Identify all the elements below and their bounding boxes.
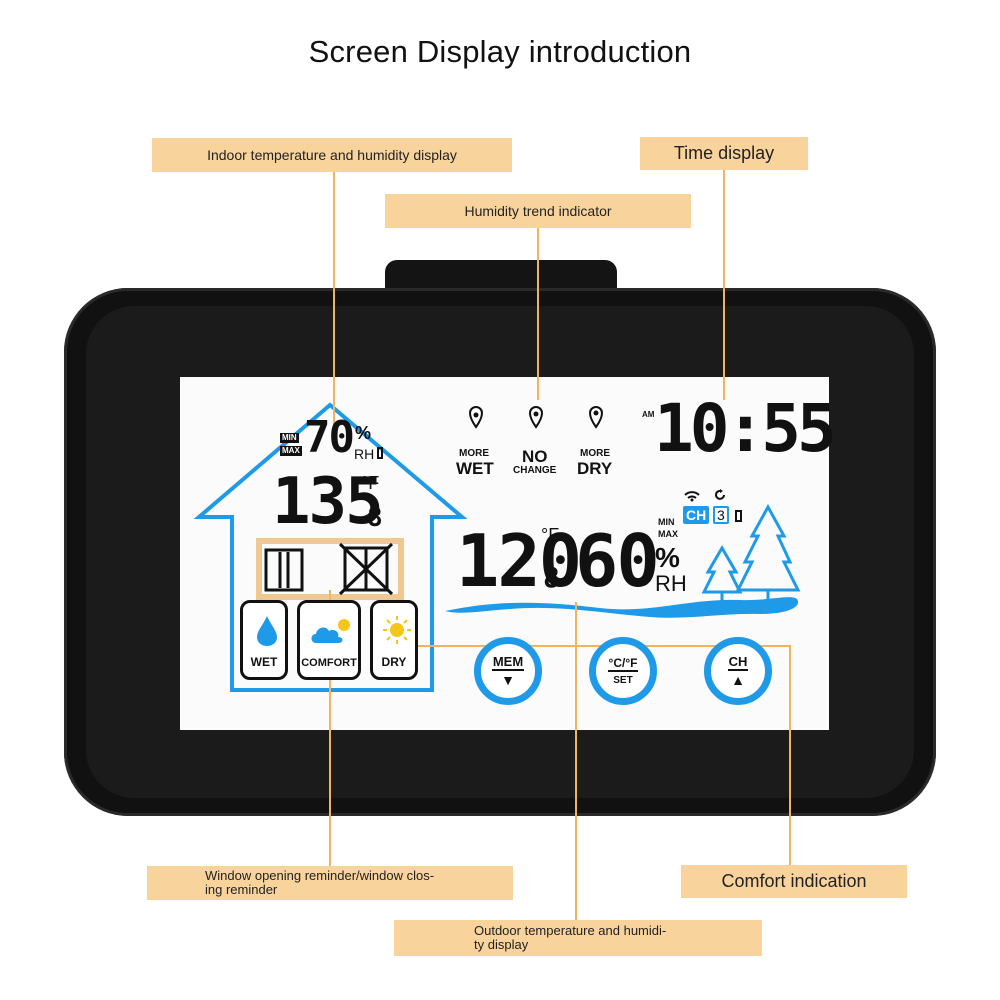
tree-large-icon [735,503,801,604]
trend-more-wet-icon [468,406,484,429]
window-closed-icon [338,542,394,596]
leader-indoor [333,172,335,426]
unit-set-button[interactable]: °C/°F SET [589,637,657,705]
indoor-temp-value: 135 [272,465,384,539]
leader-comfort-h [394,645,791,647]
indoor-humidity-value: 70 [304,412,355,463]
ground-wave-icon [445,597,799,618]
ch-button-label: CH [727,653,749,671]
arrow-up-icon: ▲ [731,671,745,688]
unit-set-button-label: °C/°F [607,656,639,672]
leader-comfort-v [789,645,791,865]
outdoor-humidity-value: 60 [575,519,660,603]
indoor-temp-decimal: 8 [367,503,383,533]
callout-humidity-trend: Humidity trend indicator [385,194,691,228]
refresh-icon [715,489,725,500]
house-outline-icon [193,402,468,692]
comfort-mode-dry: DRY [370,600,418,680]
comfort-mode-comfort: COMFORT [297,600,361,680]
water-drop-icon [257,616,277,646]
leader-window [329,590,331,866]
outdoor-max-tag: MAX [658,529,678,539]
callout-window: Window opening reminder/window clos- ing… [147,866,513,900]
trend-no-change-top: NO [522,447,548,466]
trend-more-wet-bottom: WET [456,459,494,478]
comfort-mode-wet: WET [240,600,288,680]
leader-outdoor [575,602,577,920]
indoor-max-tag: MAX [280,446,302,456]
outdoor-min-tag: MIN [658,517,675,527]
trend-more-dry-icon [588,406,604,429]
indoor-temp-unit: °F [361,473,380,493]
trend-more-dry-bottom: DRY [577,459,613,478]
callout-time: Time display [640,137,808,170]
time-value: 10:55 [654,390,837,467]
comfort-wet-label: WET [250,655,278,669]
sun-icon [383,616,411,644]
channel-label: CH [683,506,710,524]
indoor-humidity-unit: % [355,423,372,443]
tree-small-icon [701,545,743,602]
arrow-down-icon: ▼ [501,671,515,688]
leader-time [723,170,725,400]
outdoor-temp-unit: °F [541,525,560,545]
trend-more-dry-top: MORE [580,448,610,459]
mem-button-label: MEM [491,653,525,671]
page-title: Screen Display introduction [308,34,692,69]
callout-comfort: Comfort indication [681,865,907,898]
ch-button[interactable]: CH ▲ [704,637,772,705]
comfort-comfort-label: COMFORT [301,657,357,669]
time-ampm: AM [642,410,655,419]
indoor-rh-label: RH [354,446,375,462]
outdoor-rh-label: RH [655,571,687,596]
window-open-icon [264,548,304,592]
indoor-min-tag: MIN [280,433,299,443]
trend-more-wet-top: MORE [459,448,489,459]
battery-indoor-icon [377,447,383,459]
callout-indoor: Indoor temperature and humidity display [152,138,512,172]
unit-set-button-sub: SET [613,675,633,686]
channel-value: 3 [713,506,729,524]
battery-outdoor-icon [735,510,742,522]
leader-trend [537,228,539,400]
signal-icon [684,491,700,502]
mem-button[interactable]: MEM ▼ [474,637,542,705]
trend-no-change-icon [528,406,544,429]
trend-no-change-bottom: CHANGE [513,465,557,476]
cloud-sun-icon [311,619,350,643]
callout-outdoor: Outdoor temperature and humidi- ty displ… [394,920,762,956]
outdoor-temp-decimal: 8 [543,561,560,594]
outdoor-humidity-unit: % [655,542,680,573]
outdoor-temp-value: 120 [456,519,582,603]
comfort-dry-label: DRY [381,655,407,669]
